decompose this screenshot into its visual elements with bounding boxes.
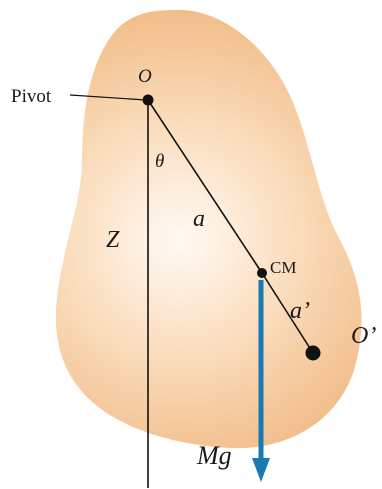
angle-theta-label: θ (155, 151, 164, 172)
center-of-mass-point (257, 268, 267, 278)
center-of-mass-label: CM (270, 258, 296, 277)
cm-to-oscillation-distance-label: a’ (290, 298, 310, 324)
pivot-point-label: O (138, 66, 152, 87)
pivot-leader-line (69, 94, 147, 101)
oscillation-center-label: O’ (351, 323, 376, 349)
pivot-label: Pivot (11, 86, 52, 107)
pivot-to-cm-distance-label: a (193, 206, 205, 232)
pivot-to-cm-line (147, 99, 263, 274)
rigid-body-shape (55, 9, 362, 449)
pivot-point (142, 94, 154, 106)
oscillation-center-point (305, 345, 321, 361)
vertical-axis-label: Z (106, 227, 120, 253)
cm-to-oscillation-line (261, 272, 314, 354)
weight-force-label: Mg (196, 441, 232, 470)
weight-force-arrow-head (252, 458, 270, 482)
